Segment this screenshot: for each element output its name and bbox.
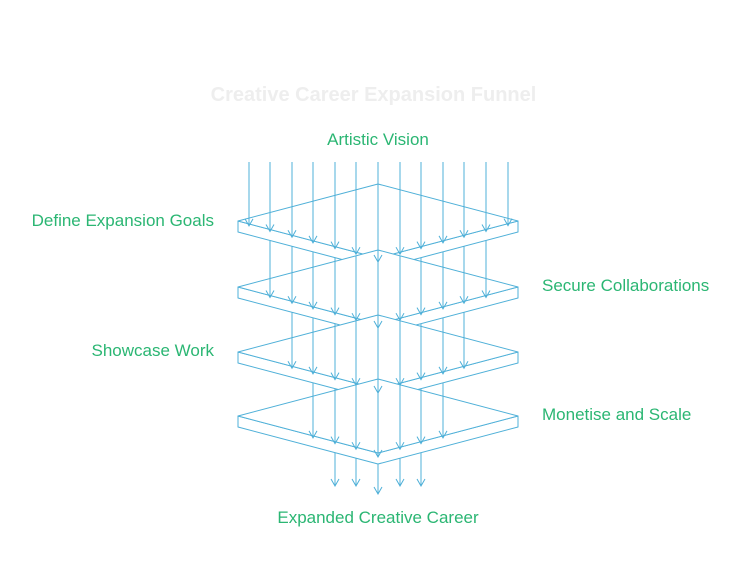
flow-arrow-on-plate-2: [287, 272, 297, 305]
flow-arrow-on-plate-1: [481, 212, 491, 233]
stage-label-3: Showcase Work: [91, 341, 214, 360]
flow-arrow-on-plate-4: [416, 390, 426, 445]
flow-arrow-on-plate-3: [459, 337, 469, 370]
flow-arrow-on-plate-4: [351, 384, 361, 451]
flow-arrow-on-plate-1: [308, 201, 318, 244]
flow-arrow-on-plate-2: [395, 255, 405, 322]
flow-arrow-on-plate-4: [395, 384, 405, 451]
flow-arrow-on-plate-1: [351, 189, 361, 256]
diagram-title: Creative Career Expansion Funnel: [210, 84, 537, 106]
stage-label-2: Secure Collaborations: [542, 276, 710, 295]
flow-arrow-on-plate-3: [287, 337, 297, 370]
flow-arrow-on-plate-1: [330, 195, 340, 250]
flow-arrow-on-plate-1: [395, 189, 405, 256]
stage-label-4: Monetise and Scale: [542, 405, 692, 424]
flow-arrow-on-plate-4: [438, 396, 448, 439]
flow-arrow-on-plate-2: [265, 278, 275, 299]
flow-arrow-on-plate-4: [330, 390, 340, 445]
flow-arrow-on-plate-1: [244, 218, 254, 227]
flow-arrow-on-plate-2: [351, 255, 361, 322]
flow-arrow-on-plate-3: [330, 326, 340, 381]
flow-arrow-on-plate-3: [438, 332, 448, 375]
flow-arrow-on-plate-2: [308, 267, 318, 310]
flow-arrow-on-plate-2: [459, 272, 469, 305]
flow-arrow-on-plate-2: [438, 267, 448, 310]
flow-arrow-on-plate-1: [416, 195, 426, 250]
flow-arrow-on-plate-4: [373, 379, 383, 459]
flow-arrow-on-plate-1: [287, 206, 297, 239]
flow-arrow-on-plate-1: [503, 218, 513, 227]
flow-arrow-on-plate-1: [265, 212, 275, 233]
top-label: Artistic Vision: [327, 130, 429, 149]
flow-arrow-on-plate-2: [330, 261, 340, 316]
stage-label-1: Define Expansion Goals: [31, 211, 214, 230]
flow-arrow-on-plate-2: [481, 278, 491, 299]
flow-arrow-on-plate-3: [308, 332, 318, 375]
flow-arrow-on-plate-1: [459, 206, 469, 239]
flow-arrow-on-plate-2: [416, 261, 426, 316]
bottom-label: Expanded Creative Career: [277, 508, 479, 527]
flow-arrow-on-plate-1: [438, 201, 448, 244]
flow-arrow-on-plate-3: [416, 326, 426, 381]
flow-arrow-on-plate-4: [308, 396, 318, 439]
